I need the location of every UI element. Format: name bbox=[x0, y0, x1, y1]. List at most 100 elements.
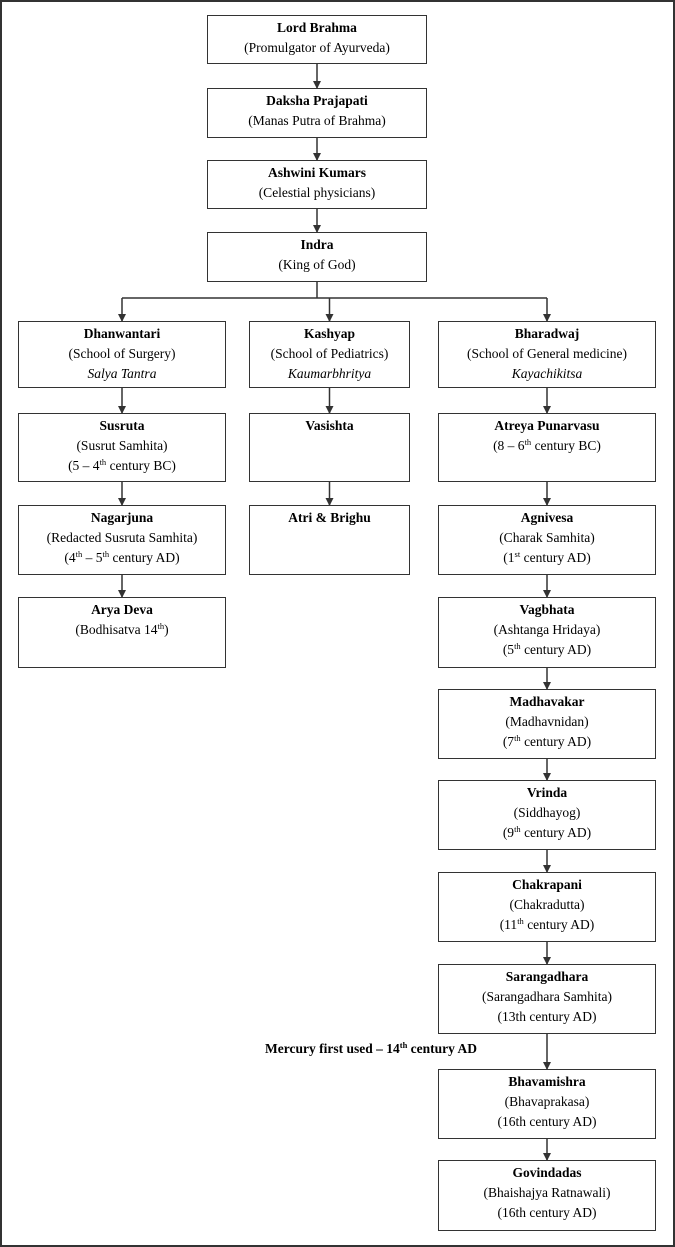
node-bhavamishra: Bhavamishra (Bhavaprakasa) (16th century A… bbox=[438, 1069, 656, 1139]
node-ashwini: Ashwini Kumars (Celestial physicians) bbox=[207, 160, 427, 209]
node-title: Atri & Brighu bbox=[288, 510, 371, 525]
ordinal-suffix: th bbox=[102, 549, 110, 559]
node-title: Bharadwaj bbox=[514, 326, 580, 341]
date-text: (1 bbox=[503, 550, 515, 565]
date-text: (Bodhisatva 14 bbox=[75, 622, 158, 637]
node-date: (8 – 6th century BC) bbox=[439, 436, 655, 456]
node-subtitle: (School of Surgery) bbox=[68, 346, 176, 361]
node-date: (4th – 5th century AD) bbox=[19, 548, 225, 568]
node-title: Susruta bbox=[99, 418, 145, 433]
ordinal-suffix: st bbox=[514, 549, 521, 559]
node-kashyap: Kashyap (School of Pediatrics) Kaumarbhrit… bbox=[249, 321, 410, 388]
node-subtitle: (Manas Putra of Brahma) bbox=[248, 113, 386, 128]
node-subtitle: (Ashtanga Hridaya) bbox=[493, 622, 601, 637]
date-text: century AD) bbox=[523, 917, 595, 932]
ordinal-suffix: th bbox=[75, 549, 83, 559]
node-date: (11th century AD) bbox=[439, 915, 655, 935]
node-date: (1st century AD) bbox=[439, 548, 655, 568]
node-subtitle: (13th century AD) bbox=[497, 1009, 597, 1024]
node-agnivesa: Agnivesa (Charak Samhita) (1st century AD) bbox=[438, 505, 656, 575]
node-title: Vasishta bbox=[305, 418, 354, 433]
date-text: (11 bbox=[499, 917, 518, 932]
node-sanskrit-name: Salya Tantra bbox=[87, 366, 157, 381]
node-title: Ashwini Kumars bbox=[268, 165, 366, 180]
node-title: Nagarjuna bbox=[90, 510, 154, 525]
node-title: Madhavakar bbox=[509, 694, 585, 709]
ordinal-suffix: th bbox=[157, 621, 165, 631]
node-title: Daksha Prajapati bbox=[266, 93, 368, 108]
node-title: Bhavamishra bbox=[508, 1074, 586, 1089]
date-text: century AD) bbox=[520, 734, 592, 749]
node-title: Vrinda bbox=[526, 785, 568, 800]
node-title: Sarangadhara bbox=[505, 969, 589, 984]
node-title: Atreya Punarvasu bbox=[494, 418, 600, 433]
node-subtitle: (16th century AD) bbox=[497, 1114, 597, 1129]
date-text: – 5 bbox=[82, 550, 103, 565]
node-date: (9th century AD) bbox=[439, 823, 655, 843]
node-atreya: Atreya Punarvasu (8 – 6th century BC) bbox=[438, 413, 656, 482]
ordinal-suffix: th bbox=[524, 437, 532, 447]
date-text: ) bbox=[164, 622, 169, 637]
date-text: century AD) bbox=[520, 550, 591, 565]
node-title: Vagbhata bbox=[519, 602, 575, 617]
date-text: (5 bbox=[502, 642, 515, 657]
node-subtitle: (Sarangadhara Samhita) bbox=[481, 989, 613, 1004]
date-text: (9 bbox=[502, 825, 515, 840]
node-subtitle: (School of Pediatrics) bbox=[270, 346, 389, 361]
node-dhanwantari: Dhanwantari (School of Surgery) Salya Tant… bbox=[18, 321, 226, 388]
node-chakrapani: Chakrapani (Chakradutta) (11th century AD) bbox=[438, 872, 656, 942]
node-indra: Indra (King of God) bbox=[207, 232, 427, 282]
node-subtitle: (Redacted Susruta Samhita) bbox=[46, 530, 198, 545]
node-vasishta: Vasishta bbox=[249, 413, 410, 482]
node-date: (5th century AD) bbox=[439, 640, 655, 660]
node-bharadwaj: Bharadwaj (School of General medicine) Kay… bbox=[438, 321, 656, 388]
date-text: (5 – 4 bbox=[68, 458, 100, 473]
node-title: Indra bbox=[300, 237, 334, 252]
node-susruta: Susruta (Susrut Samhita) (5 – 4th century … bbox=[18, 413, 226, 482]
node-vagbhata: Vagbhata (Ashtanga Hridaya) (5th century A… bbox=[438, 597, 656, 668]
node-brahma: Lord Brahma (Promulgator of Ayurveda) bbox=[207, 15, 427, 64]
ordinal-suffix: th bbox=[514, 824, 521, 834]
node-subtitle: (16th century AD) bbox=[497, 1205, 597, 1220]
node-daksha: Daksha Prajapati (Manas Putra of Brahma) bbox=[207, 88, 427, 138]
node-title: Lord Brahma bbox=[277, 20, 357, 35]
node-madhavakar: Madhavakar(Madhavnidan)(7th century AD) bbox=[438, 689, 656, 759]
node-govindadas: Govindadas (Bhaishajya Ratnawali) (16th ce… bbox=[438, 1160, 656, 1231]
date-text: century AD) bbox=[520, 642, 592, 657]
node-title: Govindadas bbox=[512, 1165, 582, 1180]
node-sanskrit-name: Kaumarbhritya bbox=[287, 366, 372, 381]
node-subtitle: (Bhaishajya Ratnawali) bbox=[483, 1185, 611, 1200]
node-title: Chakrapani bbox=[512, 877, 582, 892]
date-text: (4 bbox=[64, 550, 76, 565]
node-subtitle: (Charak Samhita) bbox=[499, 530, 595, 545]
node-arya-deva: Arya Deva (Bodhisatva 14th) bbox=[18, 597, 226, 668]
node-subtitle: (Promulgator of Ayurveda) bbox=[244, 40, 390, 55]
node-subtitle: (Celestial physicians) bbox=[258, 185, 376, 200]
node-subtitle: (Bhavaprakasa) bbox=[504, 1094, 590, 1109]
node-vrinda: Vrinda (Siddhayog) (9th century AD) bbox=[438, 780, 656, 850]
node-title: Arya Deva bbox=[91, 602, 153, 617]
node-subtitle: (Siddhayog) bbox=[513, 805, 581, 820]
node-subtitle: (School of General medicine) bbox=[466, 346, 628, 361]
node-atri: Atri & Brighu bbox=[249, 505, 410, 575]
date-text: (7 bbox=[502, 734, 515, 749]
node-title: Dhanwantari bbox=[83, 326, 161, 341]
date-text: century BC) bbox=[531, 438, 601, 453]
ordinal-suffix: th bbox=[514, 641, 521, 651]
node-subtitle: (Chakradutta) bbox=[509, 897, 585, 912]
date-text: century AD) bbox=[109, 550, 180, 565]
node-subtitle: (Susrut Samhita) bbox=[76, 438, 168, 453]
node-date: (Bodhisatva 14th) bbox=[19, 620, 225, 640]
node-title: Agnivesa bbox=[520, 510, 574, 525]
node-nagarjuna: Nagarjuna (Redacted Susruta Samhita) (4th … bbox=[18, 505, 226, 575]
node-title: Kashyap bbox=[303, 326, 356, 341]
node-sanskrit-name: Kayachikitsa bbox=[511, 366, 583, 381]
node-sarangadhara: Sarangadhara (Sarangadhara Samhita) (13th … bbox=[438, 964, 656, 1034]
node-date: (5 – 4th century BC) bbox=[19, 456, 225, 476]
node-subtitle: (Madhavnidan) bbox=[505, 714, 589, 729]
node-subtitle: (King of God) bbox=[278, 257, 356, 272]
ordinal-suffix: th bbox=[517, 916, 524, 926]
date-text: century BC) bbox=[106, 458, 176, 473]
ordinal-suffix: th bbox=[99, 457, 107, 467]
